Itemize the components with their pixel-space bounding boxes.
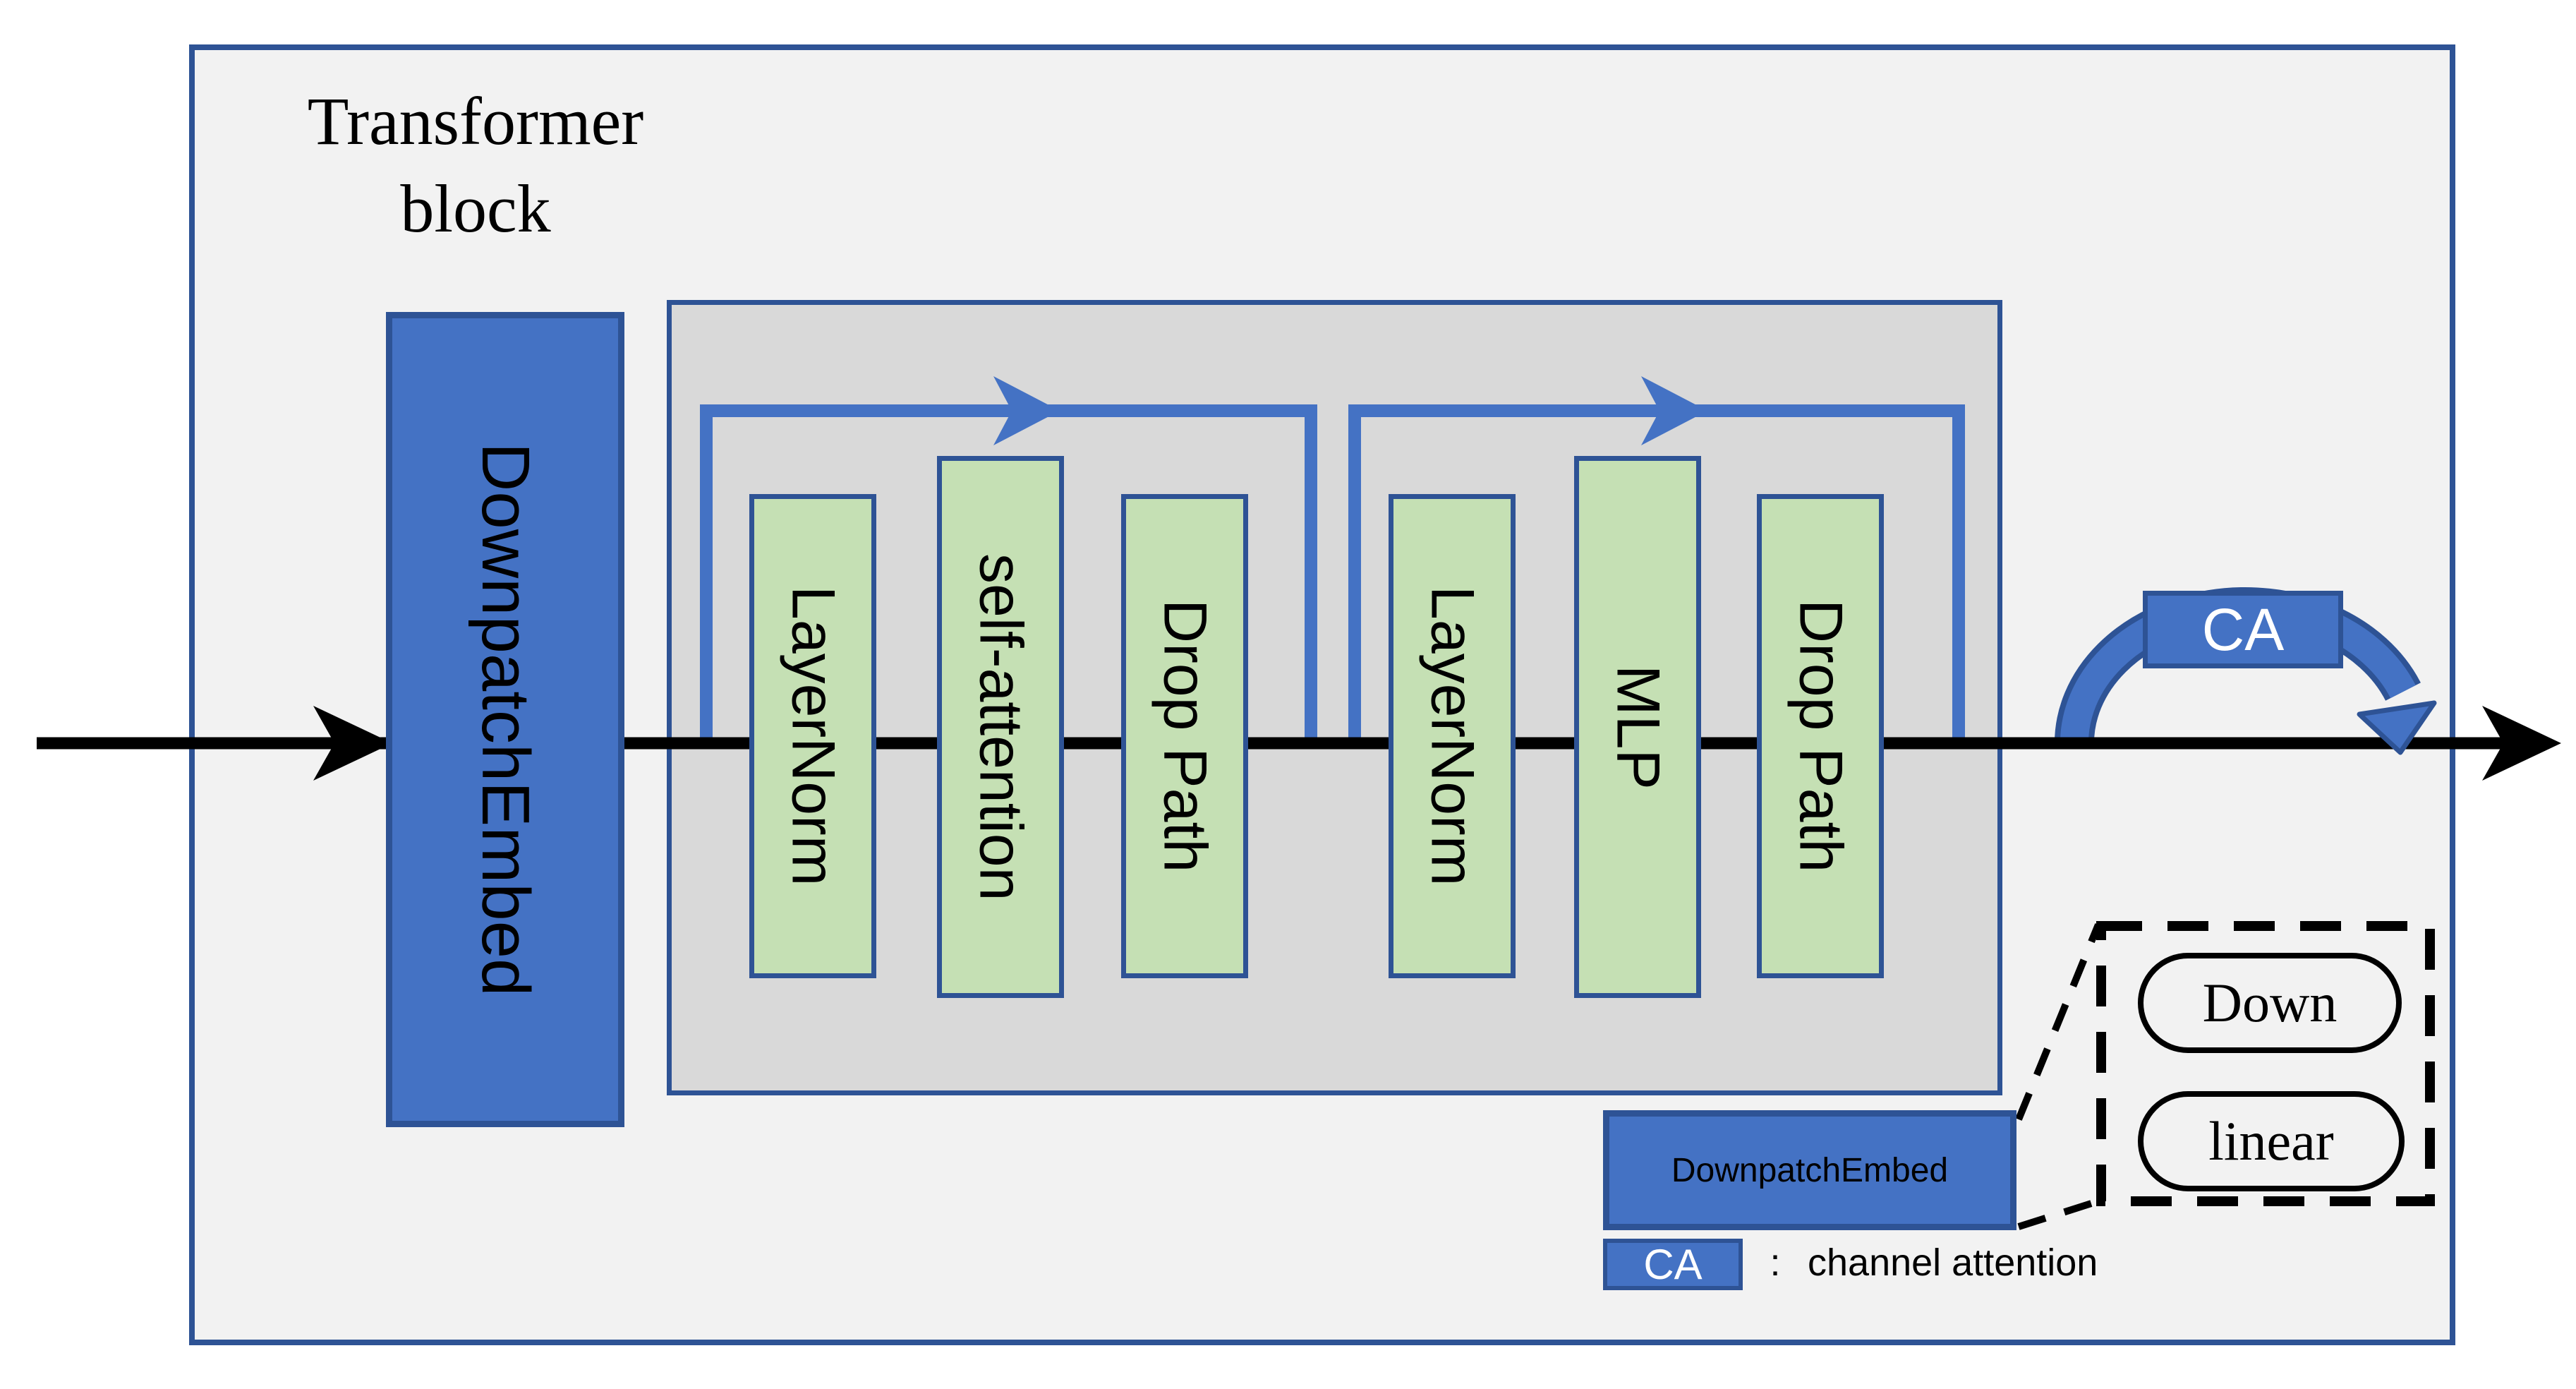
ca-arc-arrowhead-icon (2357, 700, 2437, 755)
legend-callout-line-top (2015, 923, 2102, 1121)
diagram-title-line2: block (400, 171, 551, 246)
legend-callout-line-bottom (2017, 1196, 2104, 1230)
legend-linear-label: linear (2208, 1110, 2334, 1172)
skip-connection-2 (1348, 404, 1965, 743)
legend-expansion-dashed-box (2096, 921, 2435, 1206)
legend-ca-box: CA (1603, 1239, 1743, 1290)
legend-ca-key: CA (1643, 1241, 1703, 1288)
diagram-title: Transformer block (193, 78, 758, 253)
legend-ca-separator: : (1770, 1241, 1781, 1284)
drop-path-1-label: Drop Path (1151, 599, 1219, 873)
mlp-label: MLP (1604, 664, 1672, 790)
legend-downpatch-embed-label: DownpatchEmbed (1671, 1151, 1949, 1189)
downpatch-embed-label: DownpatchEmbed (468, 443, 543, 997)
self-attention-block: self-attention (937, 456, 1064, 998)
legend-down-oval: Down (2138, 953, 2402, 1053)
legend-down-label: Down (2202, 972, 2338, 1033)
drop-path-1-block: Drop Path (1121, 494, 1248, 978)
layernorm-1-label: LayerNorm (779, 586, 847, 886)
ca-module-block: CA (2143, 591, 2343, 668)
output-arrowhead-icon (2482, 706, 2561, 781)
downpatch-embed-block: DownpatchEmbed (386, 312, 624, 1127)
legend-linear-oval: linear (2138, 1091, 2405, 1191)
diagram-title-line1: Transformer (307, 83, 644, 159)
drop-path-2-block: Drop Path (1757, 494, 1884, 978)
layernorm-2-block: LayerNorm (1389, 494, 1516, 978)
legend-ca-description: channel attention (1808, 1241, 2098, 1284)
self-attention-label: self-attention (967, 553, 1035, 901)
skip-connection-1 (700, 404, 1317, 743)
layernorm-2-label: LayerNorm (1418, 586, 1487, 886)
skip-connection-2-arrowhead-icon (1641, 376, 1707, 445)
ca-module-label: CA (2201, 596, 2285, 663)
skip-connection-1-arrowhead-icon (993, 376, 1060, 445)
layernorm-1-block: LayerNorm (749, 494, 876, 978)
input-arrowhead-icon (313, 706, 392, 781)
mlp-block: MLP (1574, 456, 1701, 998)
legend-downpatch-embed-box: DownpatchEmbed (1603, 1110, 2016, 1230)
drop-path-2-label: Drop Path (1786, 599, 1855, 873)
